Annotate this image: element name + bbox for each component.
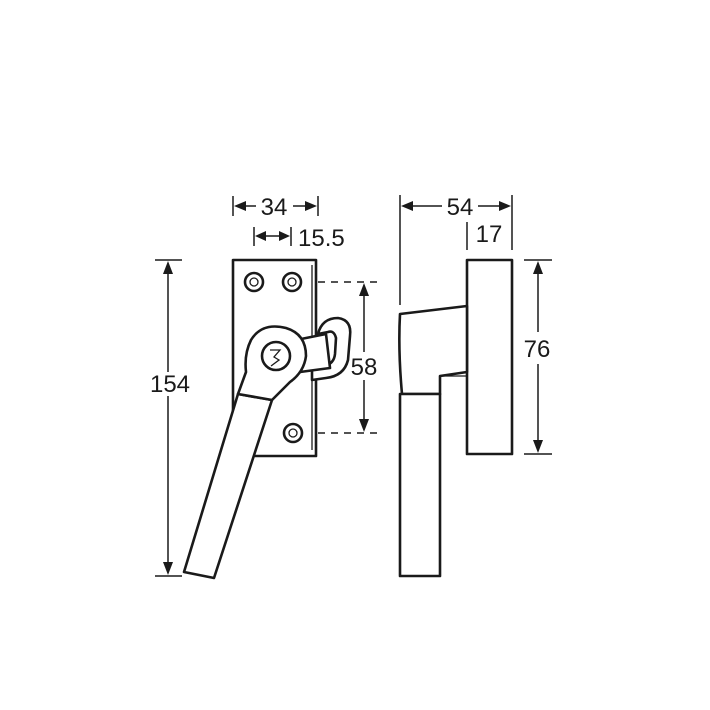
dim-58-label: 58: [351, 354, 378, 381]
dim-34-label: 34: [261, 194, 288, 221]
screw-top-left: [243, 271, 265, 293]
key-cylinder: [260, 340, 292, 372]
dim-58-line: [359, 283, 369, 432]
keyhole-icon: [270, 349, 282, 367]
screw-top-right: [281, 271, 303, 293]
dim-76-line: [524, 259, 552, 455]
side-view: 54 17 76: [398, 194, 552, 578]
dim-76-label: 76: [524, 336, 551, 363]
front-view: 154 58 34 15.5: [150, 194, 378, 580]
dim-154-line: [155, 259, 182, 577]
handle-lever: [182, 392, 274, 580]
dim-34-line: [232, 196, 319, 216]
side-back-plate: [465, 258, 514, 456]
side-body: [398, 304, 469, 396]
dim-54-line: [399, 195, 513, 305]
side-handle-grip: [398, 392, 442, 578]
dim-17-label: 17: [476, 221, 503, 248]
dim-15-5-line: [253, 227, 292, 246]
dim-15-5-label: 15.5: [298, 225, 345, 252]
dim-54-label: 54: [447, 194, 474, 221]
latch-hook: [310, 316, 352, 382]
dim-154-label: 154: [150, 371, 190, 398]
screw-bottom: [282, 422, 304, 444]
